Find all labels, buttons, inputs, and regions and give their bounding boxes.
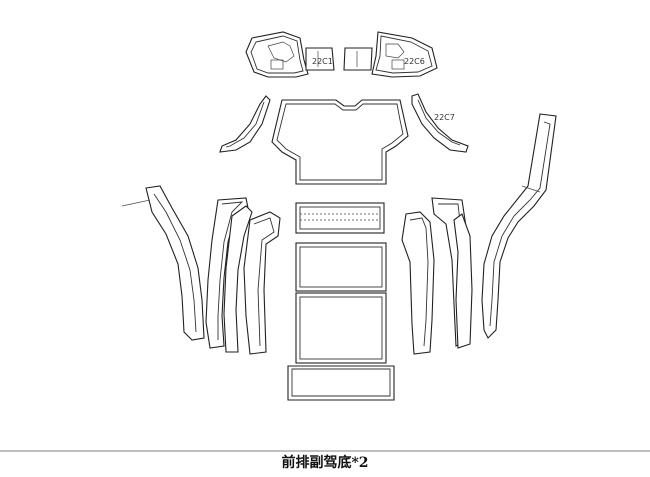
- diagram-caption: 前排副驾底*2: [281, 455, 369, 471]
- piece-left-curve: [219, 95, 271, 153]
- piece-right-panel-1: [401, 211, 435, 355]
- piece-right-curve: [411, 93, 469, 153]
- piece-center-mid-rect: [295, 242, 387, 292]
- piece-left-panel-2: [223, 205, 253, 353]
- leader-line: [121, 199, 151, 207]
- piece-center-bottom-rect: [287, 365, 395, 401]
- label-22c1: 22C1: [312, 57, 333, 66]
- piece-top-left-tab: [305, 47, 335, 71]
- piece-top-right-tab: [343, 47, 373, 71]
- piece-center-main: [271, 99, 409, 185]
- label-22c6: 22C6: [404, 57, 425, 66]
- piece-top-right: [371, 31, 438, 78]
- piece-top-left: [245, 31, 309, 78]
- piece-left-panel-3: [243, 211, 281, 355]
- label-22c7: 22C7: [434, 113, 455, 122]
- piece-right-sill: [481, 113, 557, 339]
- piece-center-top-rect: [295, 202, 385, 234]
- piece-left-sill: [145, 185, 205, 341]
- piece-center-lower-rect: [295, 292, 387, 364]
- piece-right-panel-3: [453, 213, 473, 349]
